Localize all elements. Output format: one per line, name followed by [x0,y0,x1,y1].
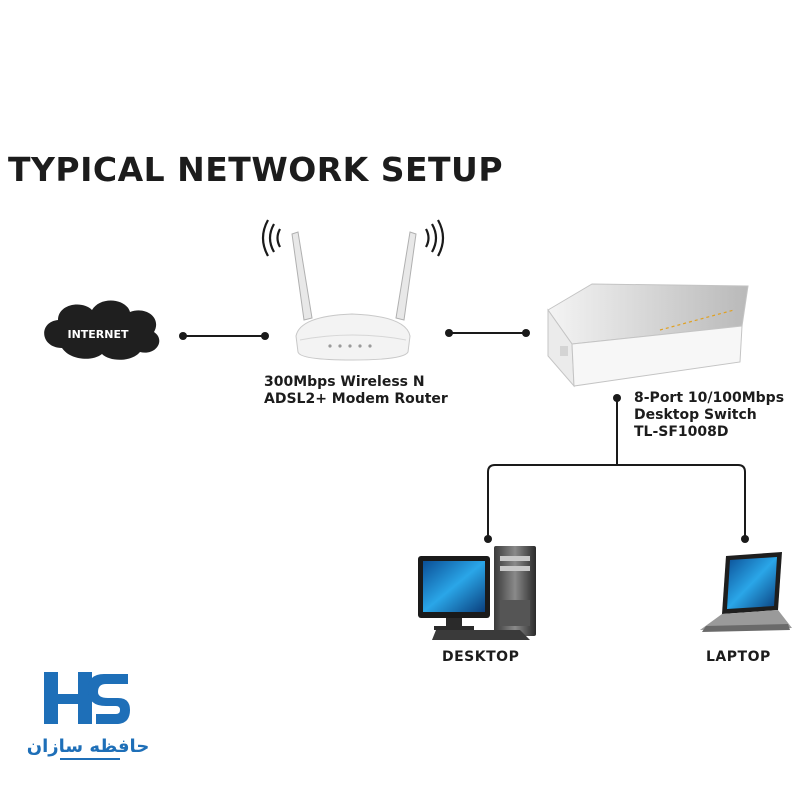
desktop-computer [418,546,536,640]
link-router-switch [445,329,530,337]
laptop-label: LAPTOP [706,649,771,665]
link-switch-clients [484,394,749,543]
desktop-label: DESKTOP [442,649,520,665]
switch-label-line: Desktop Switch [634,407,757,423]
company-logo: حافظه سازان [27,672,150,760]
router-label-line: ADSL2+ Modem Router [264,391,448,407]
laptop-computer [700,552,792,632]
router-device [261,219,445,361]
diagram-title: TYPICAL NETWORK SETUP [8,150,504,189]
router-label-line: 300Mbps Wireless N [264,374,425,390]
router-label: 300Mbps Wireless N ADSL2+ Modem Router [264,374,448,408]
switch-label-line: TL-SF1008D [634,424,729,440]
switch-label-line: 8-Port 10/100Mbps [634,390,785,406]
logo-text: حافظه سازان [27,736,150,757]
internet-label: INTERNET [67,328,129,341]
switch-device [547,283,749,388]
link-internet-router [179,332,269,340]
switch-label: 8-Port 10/100Mbps Desktop Switch TL-SF10… [634,390,784,441]
internet-cloud: INTERNET [44,300,160,360]
